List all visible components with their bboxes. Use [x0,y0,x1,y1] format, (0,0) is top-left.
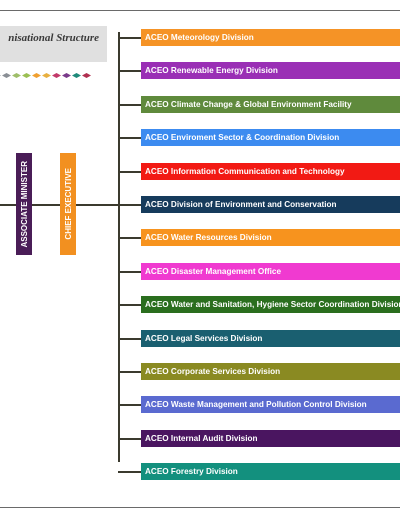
title-box: nisational Structure [0,26,107,78]
division-branch-connector [118,137,141,139]
division-branch-connector [118,237,141,239]
division-box: ACEO Disaster Management Office [141,263,400,280]
division-branch-connector [118,70,141,72]
division-branch-connector [118,371,141,373]
division-branch-connector [118,37,141,39]
division-box: ACEO Water and Sanitation, Hygiene Secto… [141,296,400,313]
division-box: ACEO Legal Services Division [141,330,400,347]
frame-top-line [0,10,400,11]
chief-executive-label: CHIEF EXECUTIVE [63,168,73,240]
diamond-icon [52,73,61,78]
diamond-icon [0,73,1,78]
division-box: ACEO Waste Management and Pollution Cont… [141,396,400,413]
division-branch-connector [118,338,141,340]
division-branch-connector [118,471,141,473]
diamond-icon [42,73,51,78]
associate-minister-box: ASSOCIATE MINISTER [16,153,32,255]
associate-minister-label: ASSOCIATE MINISTER [19,160,29,248]
division-box: ACEO Division of Environment and Conserv… [141,196,400,213]
division-box: ACEO Renewable Energy Division [141,62,400,79]
diamond-icon [12,73,21,78]
diamond-icon [72,73,81,78]
chief-executive-box: CHIEF EXECUTIVE [60,153,76,255]
division-branch-connector [118,171,141,173]
division-box: ACEO Water Resources Division [141,229,400,246]
diamond-icon [32,73,41,78]
division-branch-connector [118,304,141,306]
division-branch-connector [118,438,141,440]
division-box: ACEO Corporate Services Division [141,363,400,380]
division-box: ACEO Information Communication and Techn… [141,163,400,180]
page-title: nisational Structure [8,32,99,44]
diamond-icon [22,73,31,78]
division-box: ACEO Internal Audit Division [141,430,400,447]
division-box: ACEO Climate Change & Global Environment… [141,96,400,113]
division-box: ACEO Meteorology Division [141,29,400,46]
division-box: ACEO Enviroment Sector & Coordination Di… [141,129,400,146]
frame-bottom-line [0,507,400,508]
division-box: ACEO Forestry Division [141,463,400,480]
division-branch-connector [118,104,141,106]
division-branch-connector [118,204,141,206]
diamond-icon [82,73,91,78]
diamond-icon [62,73,71,78]
diamond-icon [2,73,11,78]
division-branch-connector [118,271,141,273]
main-vertical-connector [118,32,120,462]
division-branch-connector [118,404,141,406]
